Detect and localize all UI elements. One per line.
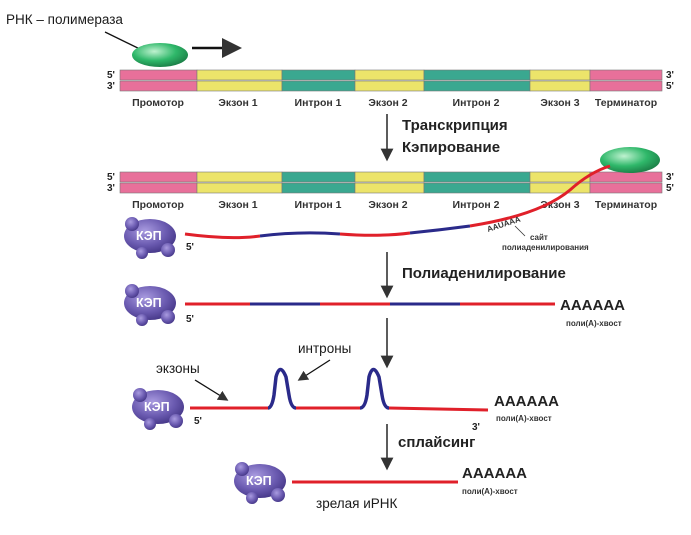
dna2-strand-end-3: 3' <box>666 172 674 183</box>
dna2-segment-label-4: Экзон 2 <box>368 199 407 211</box>
step-capping: Кэпирование <box>402 139 500 156</box>
dna1-segment-label-5: Интрон 2 <box>453 97 500 109</box>
dna1-segment-7-bottom <box>589 80 663 92</box>
cap-2: КЭП <box>124 217 176 259</box>
cap-4: КЭП <box>132 388 184 430</box>
poly-a-3: AAAAAA <box>560 297 625 314</box>
cap-3: КЭП <box>124 284 176 326</box>
rna-exon-1 <box>184 232 261 240</box>
cap-label-2: КЭП <box>136 229 162 243</box>
dna1-segment-3-top <box>281 69 356 81</box>
dna1-segment-label-6: Экзон 3 <box>540 97 579 109</box>
rna-polymerase-title: РНК – полимераза <box>6 12 123 27</box>
dna2-segment-label-2: Экзон 1 <box>218 199 257 211</box>
exons-pointer <box>194 379 229 401</box>
site-label-2: полиаденилирования <box>502 243 589 252</box>
dna1-segment-3-bottom <box>281 80 356 92</box>
dna2-segment-1-top <box>119 171 198 183</box>
rna-intron-2 <box>409 224 471 235</box>
rna-exon-2 <box>339 231 411 237</box>
cap-label-4: КЭП <box>144 400 170 414</box>
dna1-segment-label-2: Экзон 1 <box>218 97 257 109</box>
dna2-segment-7-top <box>589 171 663 183</box>
dna1-segment-label-3: Интрон 1 <box>295 97 342 109</box>
site-label-1: сайт <box>530 233 548 242</box>
dna2-segment-label-7: Терминатор <box>595 199 657 211</box>
dna1-segment-label-7: Терминатор <box>595 97 657 109</box>
dna2-strand-end-1: 5' <box>107 172 115 183</box>
rna-intron-1 <box>259 231 341 238</box>
dna1-segment-label-1: Промотор <box>132 97 184 109</box>
cap-label-5: КЭП <box>246 474 272 488</box>
dna2-segment-label-1: Промотор <box>132 199 184 211</box>
step-polyadenylation: Полиаденилирование <box>402 265 566 282</box>
aauaaa-signal: AAUAAA <box>486 215 522 234</box>
rna4-exon-3 <box>388 406 489 412</box>
dna1-segment-label-4: Экзон 2 <box>368 97 407 109</box>
dna2-segment-3-bottom <box>281 182 356 194</box>
dna1-segment-6-top <box>529 69 591 81</box>
dna1-segment-4-bottom <box>354 80 425 92</box>
dna2-segment-1-bottom <box>119 182 198 194</box>
intron-loop-2 <box>359 367 390 410</box>
five-prime-3: 5' <box>186 314 194 325</box>
poly-a-5: AAAAAA <box>462 465 527 482</box>
five-prime-4: 5' <box>194 416 202 427</box>
step-transcription: Транскрипция <box>402 117 508 134</box>
dna2-segment-3-top <box>281 171 356 183</box>
dna1-segment-5-bottom <box>423 80 531 92</box>
dna1-strand-end-4: 5' <box>666 81 674 92</box>
introns-label: интроны <box>298 341 351 356</box>
dna2-segment-2-bottom <box>196 182 283 194</box>
dna2-segment-6-bottom <box>529 182 591 194</box>
dna1-segment-2-bottom <box>196 80 283 92</box>
intron-loop-1 <box>267 367 297 410</box>
dna2-segment-4-bottom <box>354 182 425 194</box>
dna1-segment-7-top <box>589 69 663 81</box>
step-splicing: сплайсинг <box>398 434 475 451</box>
tail-label-3: поли(A)-хвост <box>566 319 622 328</box>
rna-exon-3 <box>469 164 611 228</box>
dna1-segment-6-bottom <box>529 80 591 92</box>
dna-strand-top: Промотор Экзон 1 Интрон 1 Экзон 2 Интрон 2 Эк… <box>107 69 674 109</box>
three-prime-4: 3' <box>472 422 480 433</box>
dna2-segment-label-3: Интрон 1 <box>295 199 342 211</box>
dna1-segment-1-bottom <box>119 80 198 92</box>
dna2-segment-4-top <box>354 171 425 183</box>
dna1-strand-end-2: 3' <box>107 81 115 92</box>
dna2-segment-5-top <box>423 171 531 183</box>
dna2-segment-7-bottom <box>589 182 663 194</box>
dna2-strand-end-4: 5' <box>666 183 674 194</box>
cap-5: КЭП <box>234 462 286 504</box>
cap-label-3: КЭП <box>136 296 162 310</box>
site-pointer <box>514 225 526 237</box>
dna2-segment-2-top <box>196 171 283 183</box>
introns-pointer <box>297 359 331 381</box>
rna-polymerase-blob-2 <box>600 147 660 173</box>
dna1-strand-end-3: 3' <box>666 70 674 81</box>
five-prime-2: 5' <box>186 242 194 253</box>
poly-a-4: AAAAAA <box>494 393 559 410</box>
mature-mrna-label: зрелая иРНК <box>316 496 397 511</box>
dna1-segment-5-top <box>423 69 531 81</box>
rna-polymerase-blob <box>132 43 188 67</box>
tail-label-5: поли(A)-хвост <box>462 487 518 496</box>
dna2-strand-end-2: 3' <box>107 183 115 194</box>
dna1-segment-1-top <box>119 69 198 81</box>
dna1-strand-end-1: 5' <box>107 70 115 81</box>
tail-label-4: поли(A)-хвост <box>496 414 552 423</box>
dna2-segment-label-5: Интрон 2 <box>453 199 500 211</box>
dna1-segment-2-top <box>196 69 283 81</box>
dna2-segment-5-bottom <box>423 182 531 194</box>
exons-label: экзоны <box>156 361 200 376</box>
dna1-segment-4-top <box>354 69 425 81</box>
